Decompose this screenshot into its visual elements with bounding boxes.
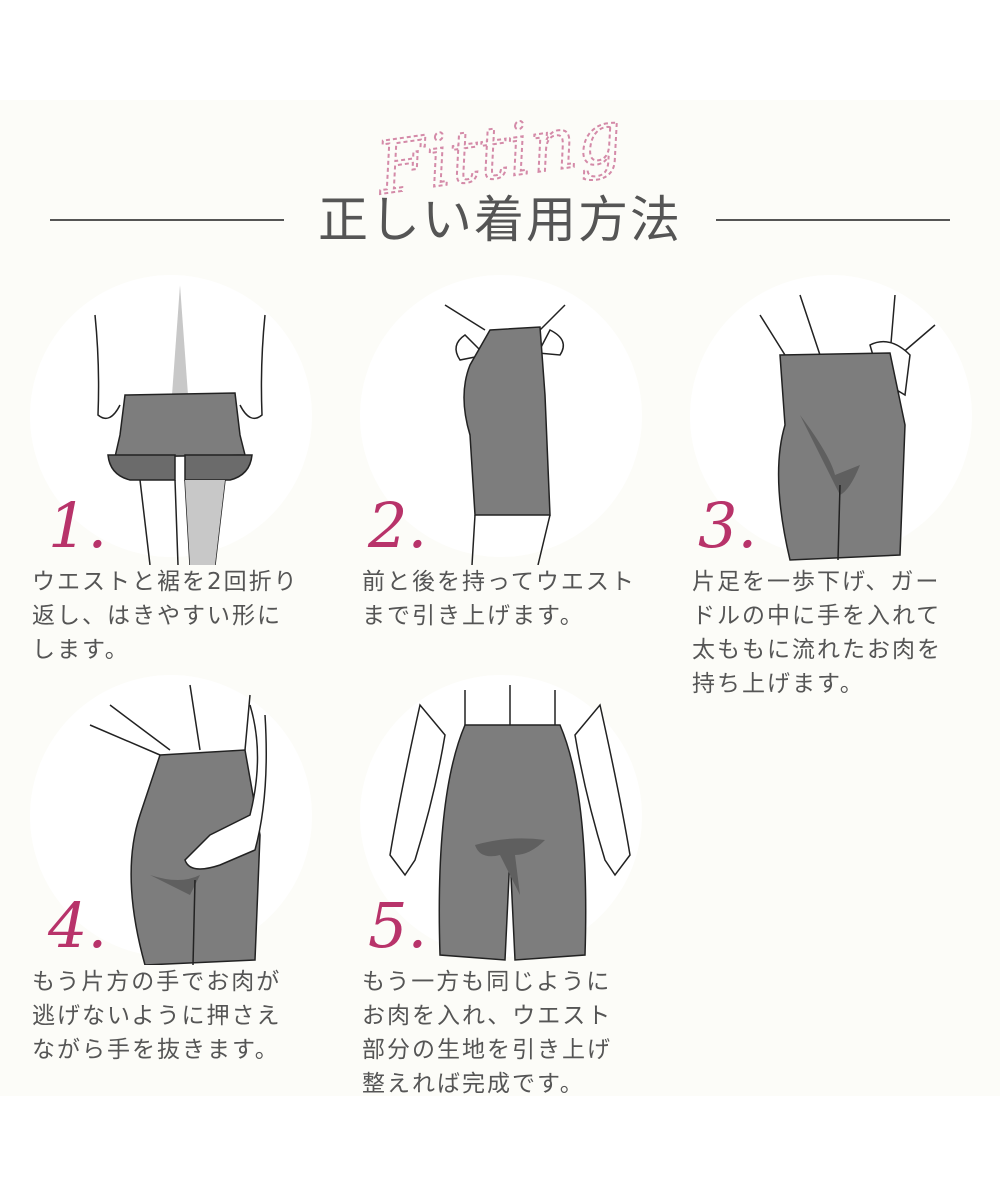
heading-rule-left [50,219,284,221]
step-description: もう一方も同じように お肉を入れ、ウエスト 部分の生地を引き上げ 整えれば完成で… [362,969,613,1097]
step-1: 1. ウエストと裾を2回折り 返し、はきやすい形に します。 [20,265,350,685]
step-number: 1. [48,489,108,562]
hand-inside-girdle-illustration [759,294,936,561]
step-number: 2. [368,489,428,562]
step-4: 4. もう片方の手でお肉が 逃げないように押さえ ながら手を抜きます。 [20,665,350,1085]
girdle-pulled-to-waist-side-view-illustration [444,304,566,565]
rolled-girdle-pulled-up-legs-illustration [94,285,266,565]
step-description: 片足を一歩下げ、ガー ドルの中に手を入れて 太ももに流れたお肉を 持ち上げます。 [692,569,942,697]
step-description: もう片方の手でお肉が 逃げないように押さえ ながら手を抜きます。 [32,969,282,1063]
page-title: 正しい着用方法 [318,191,682,249]
step-number: 5. [368,889,428,962]
fitting-script-title: Fitting [369,105,629,205]
step-number: 4. [48,889,108,962]
heading-rule-right [716,219,950,221]
step-number: 3. [698,489,758,562]
step-5: 5. もう一方も同じように お肉を入れ、ウエスト 部分の生地を引き上げ 整えれば… [350,665,680,1097]
step-description: ウエストと裾を2回折り 返し、はきやすい形に します。 [32,569,299,663]
finished-girdle-back-view-illustration [389,685,631,961]
step-2: 2. 前と後を持ってウエスト まで引き上げます。 [350,265,680,685]
hand-pressing-hip-illustration [89,684,267,965]
step-description: 前と後を持ってウエスト まで引き上げます。 [362,569,636,629]
step-3: 3. 片足を一歩下げ、ガー ドルの中に手を入れて 太ももに流れたお肉を 持ち上げ… [680,265,1000,697]
